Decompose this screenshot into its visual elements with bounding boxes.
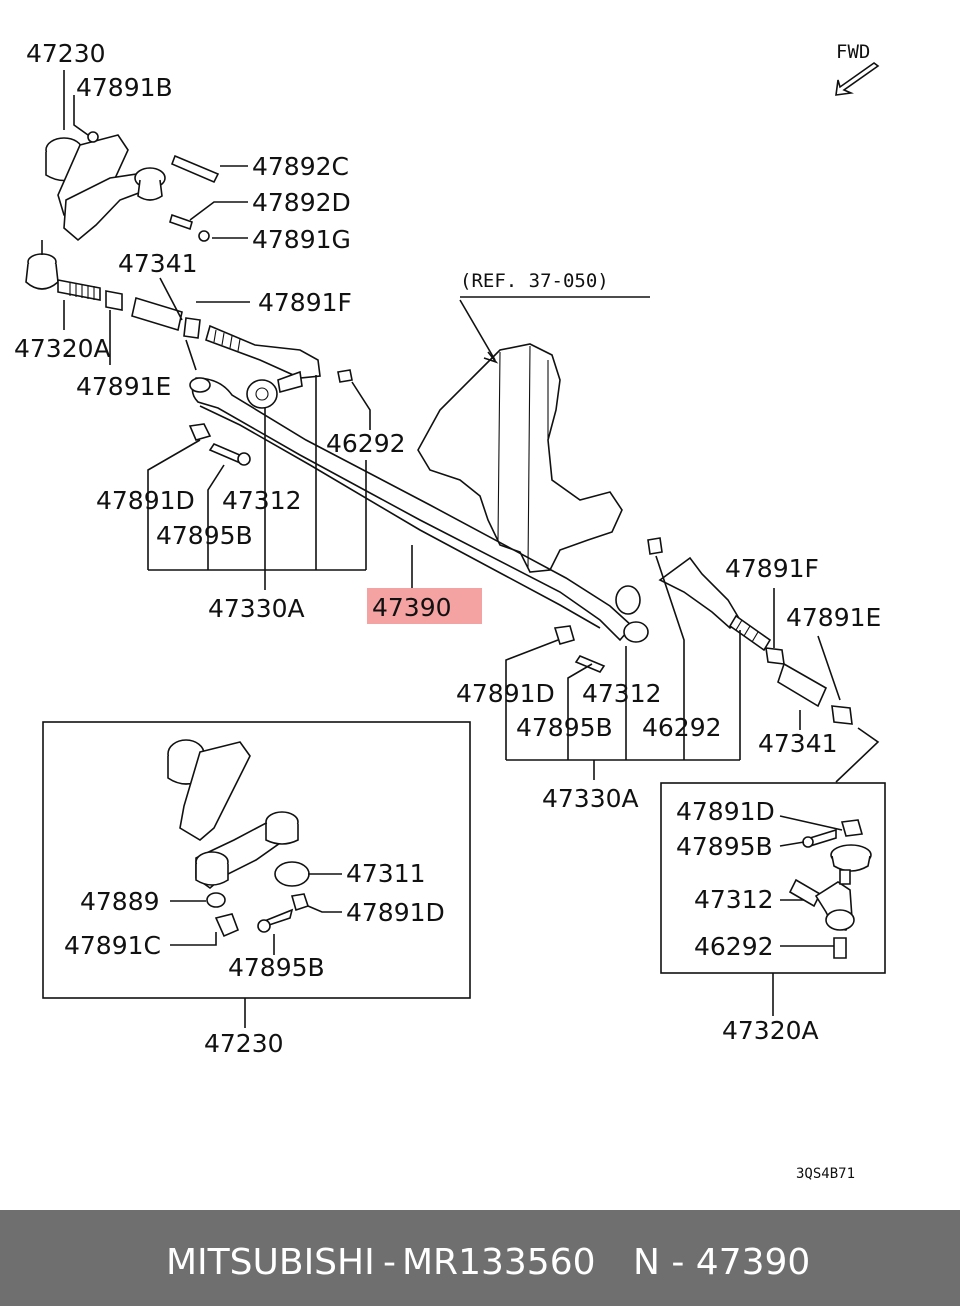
label-47891f-left: 47891F <box>258 288 352 317</box>
label-47895b-box: 47895B <box>228 953 325 982</box>
label-46292-left: 46292 <box>326 429 406 458</box>
leader-lines <box>63 70 880 783</box>
footer-ref: N - 47390 <box>633 1242 811 1283</box>
label-47312-rbox: 47312 <box>694 885 774 914</box>
right-tie-rod <box>553 537 853 725</box>
label-46292-rbox: 46292 <box>694 932 774 961</box>
footer-separator: - <box>383 1242 396 1283</box>
relay-rod <box>188 377 634 642</box>
label-47891d-right: 47891D <box>456 679 555 708</box>
label-47895b-left: 47895B <box>156 521 253 550</box>
label-47390: 47390 <box>372 593 452 622</box>
label-47320a-left: 47320A <box>14 334 111 363</box>
part-labels: 47230 47891B 47892C 47892D 47891G 47341 … <box>14 39 881 1058</box>
label-47330a-left: 47330A <box>208 594 305 623</box>
forward-arrow-icon: FWD <box>835 41 880 96</box>
ref-label: (REF. 37-050) <box>460 270 609 292</box>
label-47341-left: 47341 <box>118 249 198 278</box>
label-47341-right: 47341 <box>758 729 838 758</box>
idler-arm-assembly <box>45 131 220 242</box>
footer-bar: MITSUBISHI - MR133560 N - 47390 <box>0 1210 960 1306</box>
label-46292-right: 46292 <box>642 713 722 742</box>
steering-gear-box: (REF. 37-050) <box>417 270 650 573</box>
label-47320a-right: 47320A <box>722 1016 819 1045</box>
label-47891e-left: 47891E <box>76 372 171 401</box>
label-47891d-left: 47891D <box>96 486 195 515</box>
label-47230-bottom: 47230 <box>204 1029 284 1058</box>
label-47891b: 47891B <box>76 73 173 102</box>
label-47891g: 47891G <box>252 225 351 254</box>
label-47889: 47889 <box>80 887 160 916</box>
label-47892d: 47892D <box>252 188 351 217</box>
tie-rod-end-inset <box>660 782 886 1016</box>
footer-part-number: MR133560 <box>402 1242 596 1283</box>
label-47895b-rbox: 47895B <box>676 832 773 861</box>
idler-arm-inset <box>42 721 471 1028</box>
label-47312-left: 47312 <box>222 486 302 515</box>
label-47230-top: 47230 <box>26 39 106 68</box>
diagram-code: 3QS4B71 <box>796 1166 855 1182</box>
label-47891d-box: 47891D <box>346 898 445 927</box>
highlight-box <box>367 588 482 624</box>
left-tie-rod-end <box>25 240 353 394</box>
label-47891f-right: 47891F <box>725 554 819 583</box>
label-47312-right: 47312 <box>582 679 662 708</box>
label-47330a-right: 47330A <box>542 784 639 813</box>
label-47891e-right: 47891E <box>786 603 881 632</box>
label-47311: 47311 <box>346 859 426 888</box>
label-47895b-right: 47895B <box>516 713 613 742</box>
label-47891d-rbox: 47891D <box>676 797 775 826</box>
label-47892c: 47892C <box>252 152 349 181</box>
footer-brand: MITSUBISHI <box>166 1242 375 1283</box>
fwd-label: FWD <box>836 41 870 63</box>
label-47891c: 47891C <box>64 931 161 960</box>
parts-diagram: FWD <box>14 39 886 1182</box>
